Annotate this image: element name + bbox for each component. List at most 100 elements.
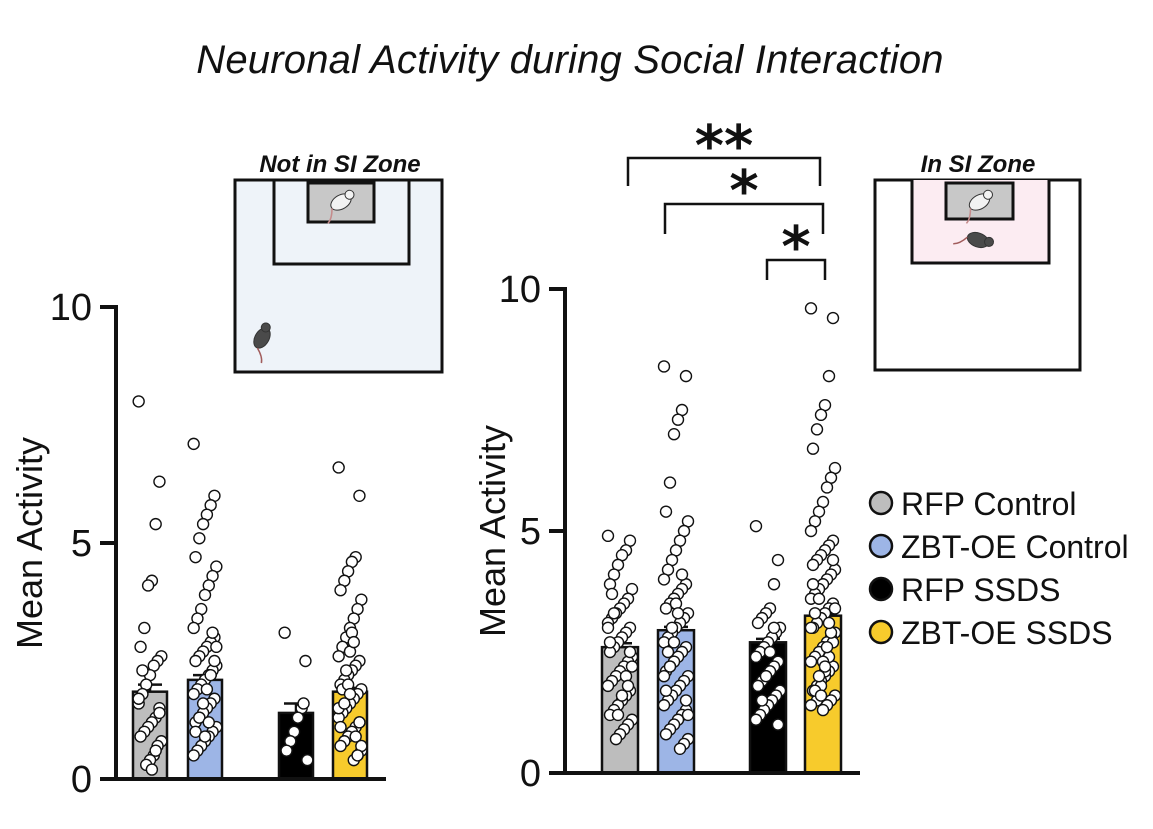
point-0-0 [149,517,162,531]
y-tick-label-0: 5 [71,523,92,565]
point-0-0 [145,763,159,776]
inset-not-in-zone-test-mouse-head [260,322,271,333]
point-1-3 [812,592,826,605]
point-1-2 [771,553,785,567]
point-1-2 [749,713,763,726]
point-1-2 [751,616,765,630]
inset-in-zone: In SI Zone [873,151,1082,372]
point-1-0 [601,529,615,543]
point-1-3 [820,481,834,494]
point-1-1 [679,694,693,707]
y-tick-label-1: 5 [520,511,541,553]
bar-0-2 [277,711,315,781]
point-1-3 [810,423,824,436]
point-1-1 [657,699,671,712]
point-0-2 [301,753,314,767]
sig-bracket-0 [626,156,822,186]
point-0-0 [136,664,149,677]
inset-in-zone-test-mouse-head [984,236,995,247]
point-1-1 [667,428,681,441]
point-0-1 [196,697,210,710]
point-0-0 [153,475,166,488]
point-1-0 [609,732,623,746]
point-1-2 [749,650,763,664]
point-1-1 [657,573,671,586]
point-1-1 [665,621,679,634]
point-1-3 [812,670,826,683]
sig-label-0: ** [695,114,754,179]
point-1-3 [818,660,832,673]
sig-label-1: * [729,159,758,224]
point-1-1 [663,660,677,673]
point-0-3 [334,739,347,753]
point-1-1 [659,728,673,741]
point-1-3 [822,616,836,630]
point-1-1 [673,742,687,755]
point-1-0 [611,708,625,722]
inset-in-zone-target-mouse-head [983,189,994,200]
point-0-3 [347,635,360,649]
point-0-0 [132,395,145,408]
point-0-3 [349,730,362,743]
point-1-1 [667,636,681,649]
legend-label-3: ZBT-OE SSDS [901,615,1113,651]
point-0-3 [338,697,351,710]
point-1-1 [663,476,677,489]
point-0-2 [280,744,293,757]
inset-not-in-zone: Not in SI Zone [233,151,444,374]
page-title: Neuronal Activity during Social Interact… [196,38,944,82]
point-0-0 [149,744,162,757]
point-0-1 [189,550,202,564]
point-1-0 [601,679,615,693]
inset-in-zone-target-mouse [965,189,994,224]
point-0-1 [204,668,217,682]
legend-label-0: RFP Control [901,486,1076,522]
point-0-2 [291,711,305,724]
point-1-2 [771,718,785,731]
legend-marker-2 [868,576,894,602]
point-1-2 [759,670,773,683]
point-1-3 [806,578,820,591]
point-1-1 [671,413,685,426]
point-0-2 [299,654,312,668]
point-1-1 [671,607,685,620]
point-0-1 [208,654,221,668]
inset-not-in-zone-target-mouse-head [344,189,355,200]
point-0-3 [351,749,364,762]
point-0-0 [132,692,145,705]
point-0-3 [332,461,345,474]
point-0-1 [198,730,212,743]
point-1-1 [659,602,673,615]
point-1-0 [615,689,629,702]
point-1-2 [751,679,765,693]
point-1-1 [657,670,671,683]
point-0-0 [141,579,155,592]
point-0-1 [200,683,214,696]
sig-label-2: * [781,215,810,280]
point-0-1 [198,588,212,602]
point-0-2 [278,626,291,639]
point-0-0 [134,640,147,654]
y-axis-label-1: Mean Activity [472,425,513,637]
point-1-0 [607,607,621,620]
point-1-0 [601,621,615,634]
point-1-3 [808,607,822,620]
point-1-3 [804,621,818,634]
point-1-3 [816,703,830,717]
point-1-1 [659,505,673,518]
sig-bracket-1 [663,202,825,234]
point-0-2 [297,697,310,710]
point-0-3 [334,720,347,734]
point-0-3 [343,687,357,701]
legend-label-2: RFP SSDS [901,572,1060,608]
point-1-1 [675,568,689,581]
point-0-0 [138,621,151,635]
point-1-1 [681,708,695,722]
inset-in-zone-target-mouse-tail [965,208,972,224]
point-1-1 [659,684,673,697]
inset-not-in-zone-label: Not in SI Zone [259,151,420,178]
point-1-3 [806,442,820,455]
point-1-2 [767,621,781,634]
